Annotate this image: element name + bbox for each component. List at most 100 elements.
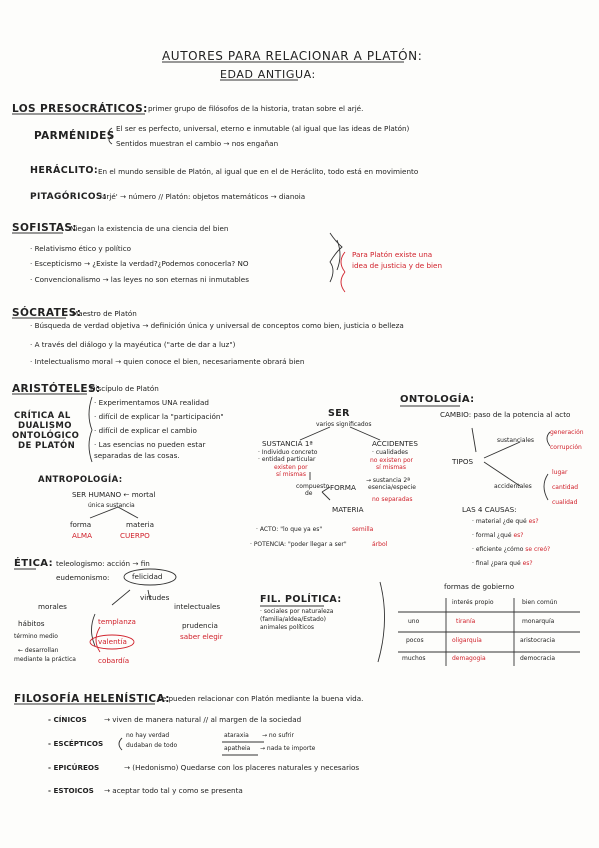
materia-ser: MATERIA [332, 505, 364, 514]
critica-line: DUALISMO [18, 421, 72, 431]
virtudes: virtudes [140, 593, 170, 602]
heraclito-label: HERÁCLITO: [30, 165, 99, 176]
acto-label: · ACTO: "lo que ya es" [256, 526, 323, 533]
helenistica-desc: se pueden relacionar con Platón mediante… [158, 694, 364, 703]
habitos: hábitos [18, 619, 45, 628]
forma-ser: FORMA [330, 483, 356, 492]
unica-sustancia: única sustancia [88, 502, 135, 509]
gobierno-cell: muchos [402, 655, 426, 662]
helenistica-heading: FILOSOFÍA HELENÍSTICA: [14, 693, 170, 705]
apatheia-text: → nada te importe [260, 745, 316, 752]
aristoteles-heading: ARISTÓTELES: [12, 383, 101, 395]
accidentales: accidentales [494, 483, 532, 490]
causa-item: · material ¿de qué es? [472, 518, 539, 525]
lugar: lugar [552, 469, 568, 476]
morales: morales [38, 602, 67, 611]
cantidad: cantidad [552, 484, 579, 491]
materia-label: materia [126, 520, 155, 529]
no-separadas: no separadas [372, 496, 413, 503]
gobierno-cell: democracia [520, 655, 556, 662]
sustancia-1: SUSTANCIA 1ª [262, 439, 313, 448]
ataraxia-text: → no sufrir [262, 732, 294, 739]
pitagoricos-text: 'arjé' → número // Platón: objetos matem… [100, 192, 306, 201]
potencia-value: árbol [372, 541, 388, 548]
sustancia-2: → sustancia 2ª [366, 477, 411, 484]
gobierno-cell: pocos [406, 637, 424, 644]
potencia-label: · POTENCIA: "poder llegar a ser" [250, 541, 347, 548]
desarrollan: ← desarrollan [18, 647, 59, 654]
heraclito-text: En el mundo sensible de Platón, al igual… [98, 167, 419, 176]
cuerpo-label: CUERPO [120, 531, 150, 540]
gobierno-cell: oligarquía [452, 637, 482, 644]
sustancia-item: · entidad particular [258, 456, 316, 463]
sofistas-heading: SOFISTAS: [12, 222, 77, 234]
sustancia-item: · Individuo concreto [258, 449, 318, 456]
acto-value: semilla [352, 526, 374, 533]
cualidad: cualidad [552, 499, 578, 506]
critica-line: CRÍTICA AL [14, 411, 71, 421]
varios-significados: varios significados [316, 421, 372, 428]
saber-elegir: saber elegir [180, 632, 223, 641]
sofistas-item: · Convencionalismo → las leyes no son et… [30, 275, 249, 284]
causa-item: · formal ¿qué es? [472, 532, 524, 539]
parmenides-label: PARMÉNIDES [34, 130, 115, 142]
gobierno-cell: tiranía [456, 618, 476, 625]
sofistas-note: Para Platón existe una [352, 250, 433, 259]
gobierno-cell: monarquía [522, 618, 555, 625]
templanza: templanza [98, 617, 136, 626]
politica-item: · sociales por naturaleza [260, 608, 334, 615]
intelectuales: intelectuales [174, 602, 221, 611]
antropologia-heading: ANTROPOLOGÍA: [38, 475, 123, 485]
cuatro-causas: LAS 4 CAUSAS: [462, 505, 517, 514]
page-title: AUTORES PARA RELACIONAR A PLATÓN: [162, 49, 423, 63]
ontologia-heading: ONTOLOGÍA: [400, 394, 475, 405]
sustancia-2: esencia/especie [368, 484, 416, 491]
existen-por: sí mismas [276, 471, 306, 478]
gobierno-cell: uno [408, 618, 420, 625]
socrates-desc: Maestro de Platón [72, 309, 137, 318]
escepticos-b: dudaban de todo [126, 742, 178, 749]
pitagoricos-label: PITAGÓRICOS: [30, 192, 107, 202]
corrupcion: corrupción [550, 444, 582, 451]
causa-item: · final ¿para qué es? [472, 560, 533, 567]
prudencia: prudencia [182, 621, 218, 630]
critica-item: · difícil de explicar la "participación" [94, 412, 224, 421]
tipos-label: TIPOS [452, 457, 474, 466]
accidentes-label: ACCIDENTES [372, 439, 418, 448]
socrates-item: · Búsqueda de verdad objetiva → definici… [30, 321, 404, 330]
accidentes-item: · cualidades [372, 449, 409, 456]
parmenides-line1: El ser es perfecto, universal, eterno e … [116, 124, 410, 133]
estoicos-text: → aceptar todo tal y como se presenta [104, 786, 243, 795]
parmenides-line2: Sentidos muestran el cambio → nos engaña… [116, 139, 279, 148]
critica-item: · Experimentamos UNA realidad [94, 398, 209, 407]
socrates-item: · Intelectualismo moral → quien conoce e… [30, 357, 305, 366]
apatheia: apatheia [224, 745, 251, 752]
aristoteles-desc: Discípulo de Platón [90, 384, 159, 393]
sustanciales: sustanciales [497, 437, 535, 444]
valentia: valentía [98, 637, 127, 646]
ser-label: SER [328, 408, 350, 419]
generacion: generación [550, 429, 584, 436]
etica-heading: ÉTICA: [14, 558, 54, 569]
politica-item: (familia/aldea/Estado) [260, 616, 326, 623]
sofistas-note: idea de justicia y de bien [352, 261, 443, 270]
epicureos-text: → (Hedonismo) Quedarse con los placeres … [124, 763, 360, 772]
cinicos-text: → viven de manera natural // al margen d… [104, 715, 302, 724]
estoicos-label: - ESTOICOS [48, 786, 94, 795]
teleologismo: teleologismo: acción → fin [56, 559, 150, 568]
ataraxia: ataraxia [224, 732, 249, 739]
critica-item: separadas de las cosas. [94, 451, 180, 460]
socrates-item: · A través del diálogo y la mayéutica ("… [30, 340, 236, 349]
epicureos-label: - EPICÚREOS [48, 763, 100, 772]
compuesto: compuesto [296, 483, 330, 490]
socrates-heading: SÓCRATES: [12, 307, 82, 319]
alma-label: ALMA [72, 531, 93, 540]
no-existen-por: no existen por [370, 457, 414, 464]
desarrollan: mediante la práctica [14, 656, 76, 663]
eudemonismo: eudemonismo: [56, 573, 110, 582]
page-subtitle: EDAD ANTIGUA: [220, 68, 316, 81]
no-existen-por: sí mismas [376, 464, 406, 471]
critica-line: ONTOLÓGICO [12, 431, 80, 441]
escepticos-a: no hay verdad [126, 732, 170, 739]
